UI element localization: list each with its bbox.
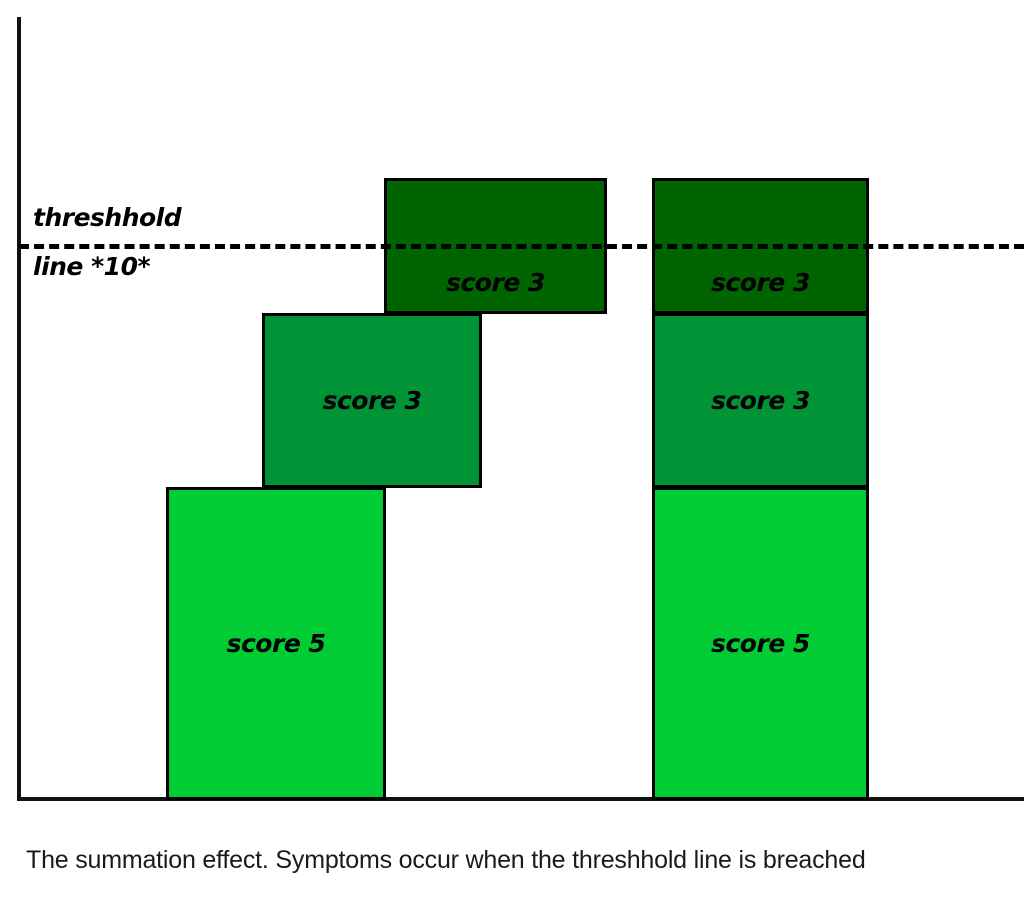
threshold-label-line1: threshhold bbox=[33, 203, 182, 232]
bar-label-group1-score3-dark: score 3 bbox=[446, 268, 545, 297]
y-axis bbox=[17, 17, 21, 801]
chart-caption: The summation effect. Symptoms occur whe… bbox=[26, 846, 866, 874]
bar-group2-score5: score 5 bbox=[652, 487, 869, 800]
bar-label-group2-score3-dark: score 3 bbox=[711, 268, 810, 297]
bar-group1-score5: score 5 bbox=[166, 487, 386, 800]
threshold-label-line2: line *10* bbox=[33, 252, 151, 281]
bar-label-group1-score3-mid: score 3 bbox=[322, 386, 422, 415]
bar-label-group2-score3-mid: score 3 bbox=[711, 386, 810, 415]
bar-group2-score3-mid: score 3 bbox=[652, 313, 869, 488]
bar-label-group2-score5: score 5 bbox=[711, 629, 810, 658]
threshold-line bbox=[19, 244, 1024, 249]
bar-label-group1-score5: score 5 bbox=[226, 629, 326, 658]
bar-group1-score3-mid: score 3 bbox=[262, 313, 482, 488]
x-axis bbox=[17, 797, 1024, 801]
plot-area: score 5 score 3 score 3 score 5 score 3 … bbox=[17, 17, 1024, 801]
